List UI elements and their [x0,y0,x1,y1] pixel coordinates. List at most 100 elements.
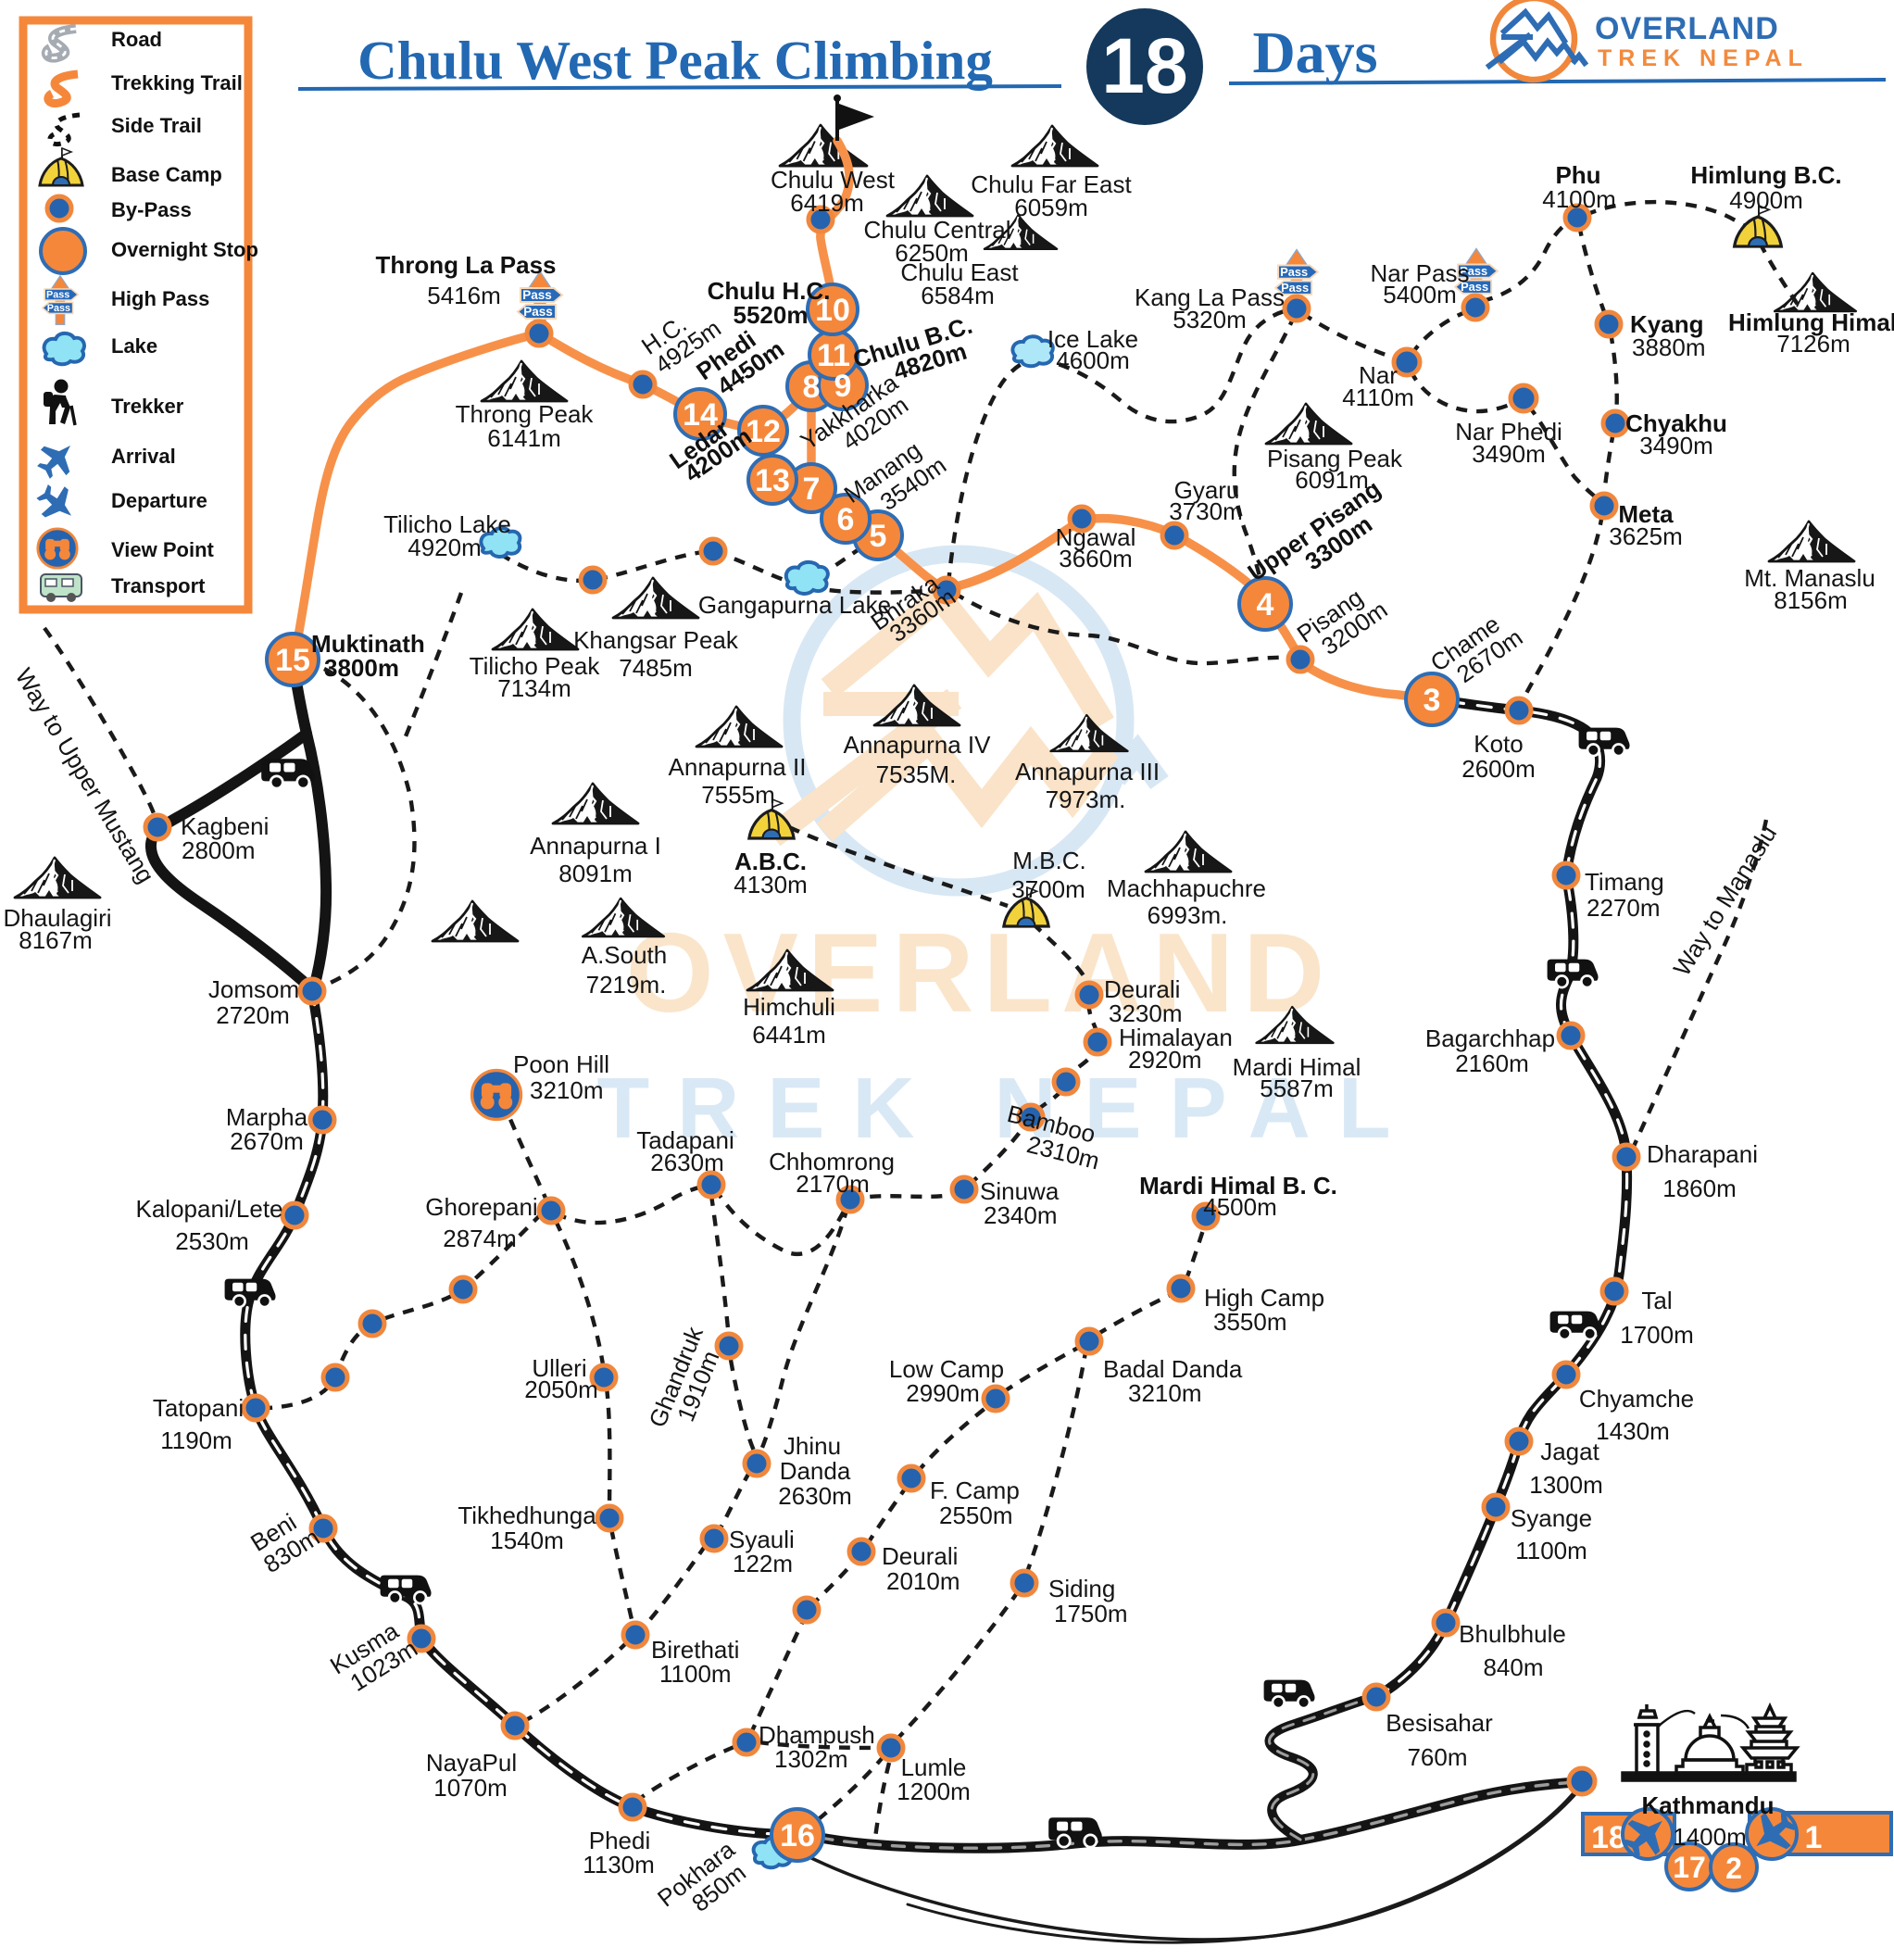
svg-text:Marpha: Marpha [226,1103,308,1131]
svg-text:Road: Road [111,28,162,51]
svg-text:By-Pass: By-Pass [111,198,192,221]
svg-text:Departure: Departure [111,489,207,512]
svg-text:Himchuli: Himchuli [743,993,835,1021]
svg-text:4100m: 4100m [1542,185,1616,213]
svg-text:4900m: 4900m [1729,186,1803,214]
svg-text:Birethati: Birethati [651,1636,739,1664]
svg-text:Tilicho Peak: Tilicho Peak [470,652,601,680]
svg-text:9: 9 [834,369,852,404]
svg-text:Lumle: Lumle [901,1753,967,1781]
svg-text:11: 11 [817,338,850,373]
svg-text:Days: Days [1252,19,1377,85]
svg-text:Pisang Peak: Pisang Peak [1267,445,1403,472]
svg-text:3880m: 3880m [1632,333,1706,361]
svg-text:3800m: 3800m [324,654,399,682]
svg-text:3660m: 3660m [1059,545,1133,572]
svg-text:Tatopani: Tatopani [153,1394,244,1422]
svg-text:2874m: 2874m [443,1225,517,1252]
svg-text:16: 16 [780,1818,815,1853]
svg-text:Ice Lake: Ice Lake [1047,325,1138,353]
svg-text:2: 2 [1725,1852,1742,1885]
svg-text:Tikhedhunga: Tikhedhunga [458,1501,596,1529]
svg-text:Dhaulagiri: Dhaulagiri [3,904,111,932]
svg-text:Nar Phedi: Nar Phedi [1455,418,1562,446]
svg-text:Mt. Manaslu: Mt. Manaslu [1744,564,1875,592]
svg-text:OVERLAND: OVERLAND [1595,11,1779,46]
svg-text:Way to Manaslu: Way to Manaslu [1668,821,1783,981]
svg-text:Danda: Danda [780,1457,851,1485]
svg-text:7134m: 7134m [497,674,571,702]
svg-text:Throng Peak: Throng Peak [456,400,595,428]
svg-text:1070m: 1070m [433,1774,508,1802]
svg-text:Annapurna I: Annapurna I [530,832,661,860]
svg-text:3210m: 3210m [530,1076,604,1104]
svg-text:2270m: 2270m [1587,894,1661,922]
svg-text:Poon Hill: Poon Hill [513,1050,609,1078]
svg-text:OVERLAND: OVERLAND [626,910,1335,1036]
svg-text:Trekker: Trekker [111,395,184,418]
svg-text:Himlung B.C.: Himlung B.C. [1690,161,1841,189]
svg-text:Kathmandu: Kathmandu [1642,1791,1775,1819]
svg-text:7: 7 [803,471,821,507]
svg-text:2800m: 2800m [182,836,256,864]
svg-text:Throng La Pass: Throng La Pass [375,251,556,279]
svg-text:1430m: 1430m [1596,1417,1670,1445]
svg-text:Phedi: Phedi [589,1827,651,1854]
svg-text:15: 15 [275,643,310,678]
svg-text:Tal: Tal [1641,1287,1672,1314]
svg-text:Annapurna II: Annapurna II [669,753,807,781]
svg-text:Machhapuchre: Machhapuchre [1107,874,1266,902]
svg-text:Mardi Himal: Mardi Himal [1233,1053,1361,1081]
svg-text:Mardi Himal B. C.: Mardi Himal B. C. [1139,1172,1337,1200]
svg-text:Dhampush: Dhampush [759,1721,875,1749]
svg-text:4110m: 4110m [1342,383,1414,411]
svg-text:Overnight Stop: Overnight Stop [111,238,258,261]
svg-text:2990m: 2990m [906,1379,980,1407]
svg-text:2340m: 2340m [984,1201,1058,1229]
svg-text:3550m: 3550m [1213,1308,1287,1336]
svg-text:Muktinath: Muktinath [311,630,425,658]
svg-text:Syange: Syange [1511,1504,1592,1532]
svg-text:Besisahar: Besisahar [1386,1709,1493,1737]
svg-text:Annapurna III: Annapurna III [1015,758,1160,785]
svg-text:Gangapurna Lake: Gangapurna Lake [698,591,891,619]
svg-text:2720m: 2720m [216,1001,290,1029]
svg-text:Bagarchhap: Bagarchhap [1425,1024,1555,1052]
svg-text:A.B.C.: A.B.C. [734,848,807,875]
svg-text:6059m: 6059m [1014,194,1088,221]
svg-text:Nar Pass: Nar Pass [1371,259,1470,287]
svg-text:7555m: 7555m [701,781,775,809]
svg-text:3625m: 3625m [1609,522,1683,550]
svg-text:2160m: 2160m [1455,1049,1529,1077]
svg-text:14: 14 [683,397,718,433]
svg-text:3210m: 3210m [1128,1379,1202,1407]
svg-text:Ngawal: Ngawal [1056,523,1136,551]
svg-text:High Camp: High Camp [1204,1284,1324,1312]
svg-text:1: 1 [1805,1820,1823,1855]
svg-text:18: 18 [1101,22,1187,109]
svg-text:2920m: 2920m [1128,1046,1202,1074]
svg-text:6141m: 6141m [487,424,561,452]
svg-text:Chhomrong: Chhomrong [769,1148,895,1175]
svg-text:TREK NEPAL: TREK NEPAL [1598,45,1809,71]
svg-text:1100m: 1100m [659,1660,732,1688]
svg-text:Phu: Phu [1555,161,1600,189]
svg-text:Tilicho Lake: Tilicho Lake [383,510,511,538]
svg-text:Chulu East: Chulu East [900,258,1019,286]
svg-text:Annapurna IV: Annapurna IV [843,731,991,759]
svg-text:6584m: 6584m [921,282,995,309]
svg-text:1700m: 1700m [1620,1321,1694,1349]
svg-text:Way to Upper Mustang: Way to Upper Mustang [10,663,160,888]
svg-text:Kang La Pass: Kang La Pass [1135,283,1285,311]
svg-text:4600m: 4600m [1056,346,1130,374]
svg-text:Jagat: Jagat [1540,1438,1599,1465]
svg-text:5400m: 5400m [1383,281,1457,308]
svg-text:NayaPul: NayaPul [426,1749,517,1777]
svg-text:High Pass: High Pass [111,287,209,310]
svg-text:Koto: Koto [1474,730,1524,758]
svg-text:2670m: 2670m [230,1127,304,1155]
svg-text:18: 18 [1591,1820,1626,1855]
svg-text:Meta: Meta [1618,500,1674,528]
svg-text:6250m: 6250m [895,239,969,267]
svg-text:840m: 840m [1483,1653,1543,1681]
